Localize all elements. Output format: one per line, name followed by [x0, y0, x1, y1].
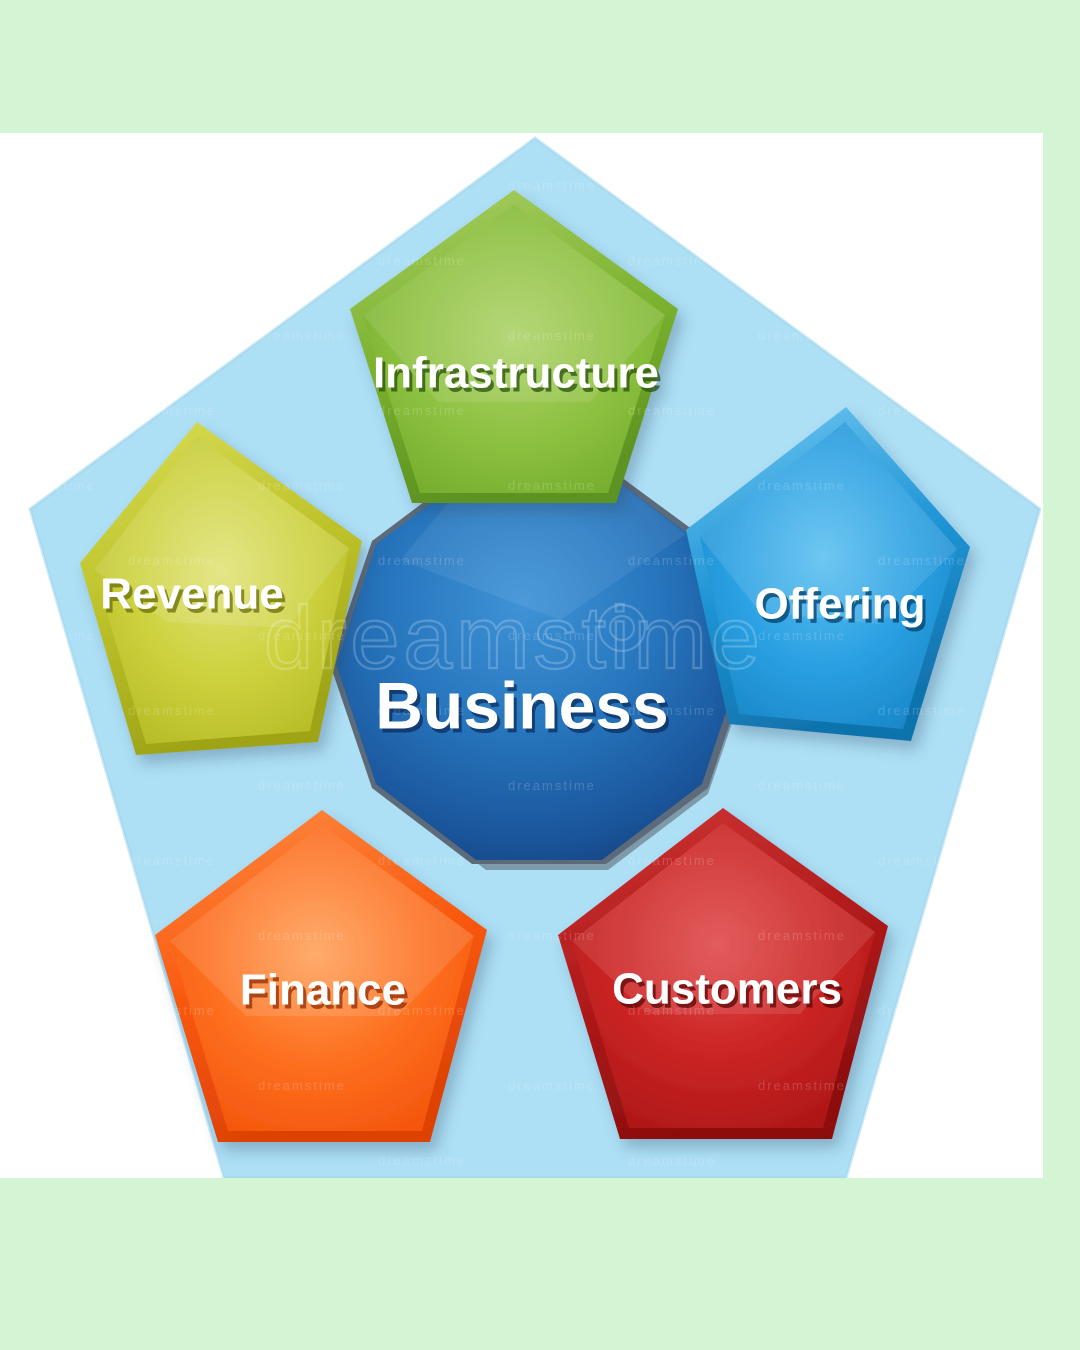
- watermark-center-text: dreamstime: [264, 588, 764, 687]
- frame-band-bottom: [0, 1178, 1080, 1350]
- watermark-swirl-inner-icon: [608, 614, 636, 642]
- watermark-overlay: dreamstime: [0, 133, 1043, 1178]
- frame-band-top: [0, 0, 1080, 133]
- frame-band-right: [1043, 133, 1080, 1178]
- watermark-swirl-icon: [597, 603, 647, 653]
